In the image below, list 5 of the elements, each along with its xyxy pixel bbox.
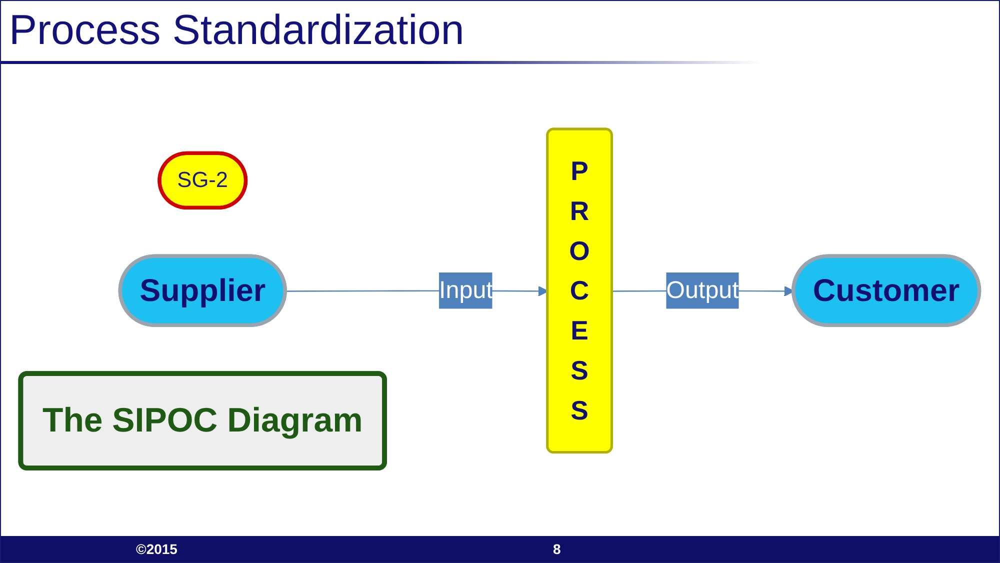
edge-label: Output (666, 277, 739, 304)
slide-title: Process Standardization (9, 5, 464, 55)
page-number: 8 (553, 540, 561, 558)
copyright-text: ©2015 (136, 540, 178, 558)
edge-label: Input (439, 277, 493, 304)
